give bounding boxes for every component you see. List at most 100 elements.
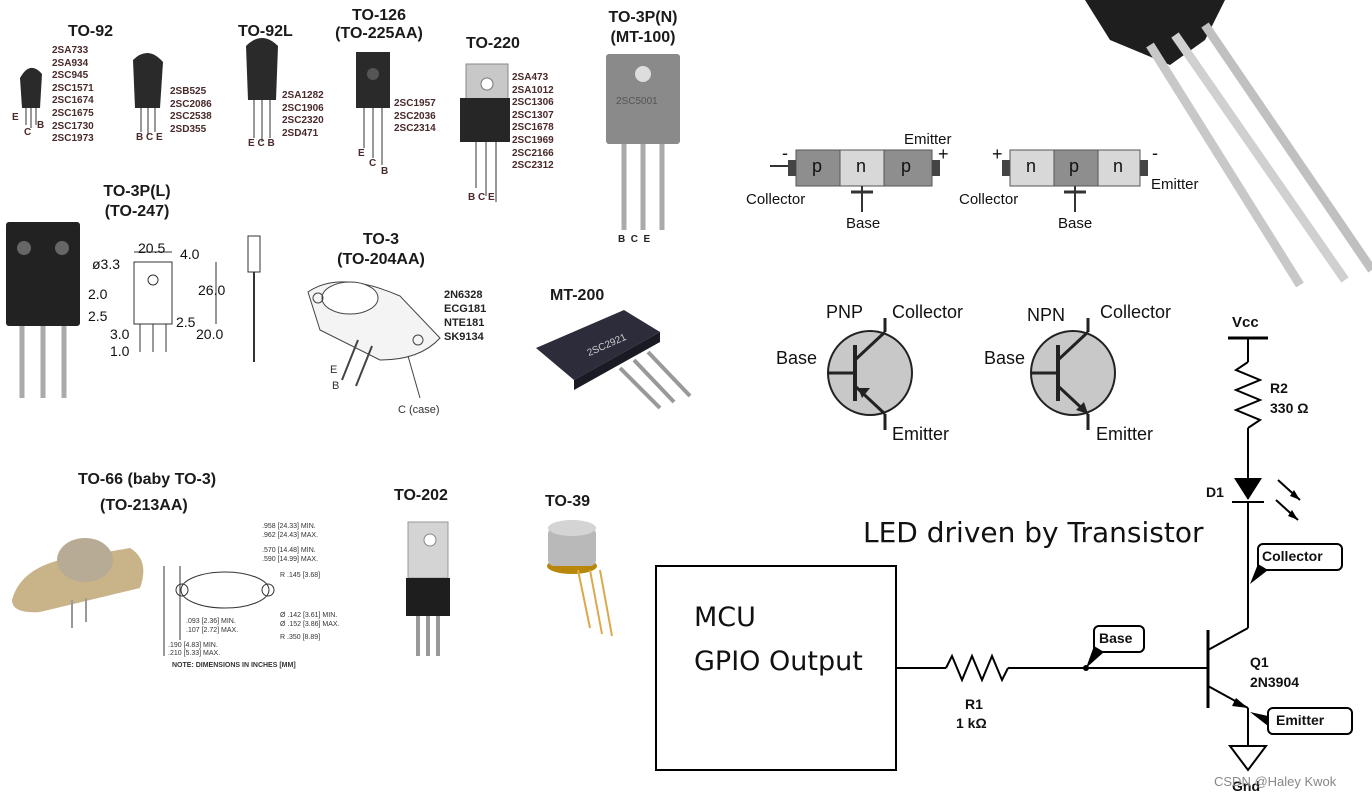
to66-note-5: R .145 [3.68] bbox=[280, 572, 321, 579]
pnp-junction-emitter: Emitter bbox=[904, 131, 952, 148]
mt200-package-drawing bbox=[536, 310, 692, 410]
to220-part-list: 2SA473 2SA1012 2SC1306 2SC1307 2SC1678 2… bbox=[512, 72, 554, 172]
to66-note-11: .190 [4.83] MIN. bbox=[168, 642, 218, 649]
npn-junction-emitter: Emitter bbox=[1151, 176, 1199, 193]
to3pl-dim-4: 4.0 bbox=[180, 246, 200, 262]
to220-title: TO-220 bbox=[466, 35, 520, 52]
to3pl-dim-hole: ø3.3 bbox=[92, 256, 121, 272]
to3pl-dim-2-5-left: 2.5 bbox=[88, 308, 108, 324]
to92-pins-2: B C E bbox=[136, 132, 163, 143]
to66-note-12: .210 [5.33] MAX. bbox=[168, 650, 221, 657]
to126-subtitle: (TO-225AA) bbox=[335, 25, 423, 42]
r2-name: R2 bbox=[1270, 380, 1288, 396]
pnp-region-3: p bbox=[901, 156, 912, 176]
npn-junction-collector: Collector bbox=[959, 191, 1019, 208]
npn-symbol-base: Base bbox=[984, 348, 1026, 368]
to92l-pins: E C B bbox=[248, 138, 275, 149]
to92l-part-list: 2SA1282 2SC1906 2SC2320 2SD471 bbox=[282, 90, 324, 139]
to92l-title: TO-92L bbox=[238, 23, 293, 40]
pnp-junction-base: Base bbox=[846, 215, 881, 232]
npn-junction-minus: - bbox=[1152, 143, 1158, 163]
to220-package-drawing bbox=[460, 63, 510, 202]
to66-note-4: .590 [14.99] MAX. bbox=[262, 556, 319, 563]
to92-pin-e: E bbox=[12, 112, 19, 123]
led-circuit-schematic bbox=[655, 336, 1353, 772]
watermark: CSDN @Haley Kwok bbox=[1214, 774, 1337, 789]
to66-package-drawing bbox=[12, 538, 275, 656]
to3pn-package-drawing bbox=[606, 54, 680, 230]
pnp-symbol bbox=[827, 318, 913, 430]
to66-subtitle: (TO-213AA) bbox=[100, 497, 188, 514]
to3-subtitle: (TO-204AA) bbox=[337, 251, 425, 268]
mcu-label: MCU bbox=[694, 602, 756, 633]
to92-part-list-2: 2SB525 2SC2086 2SC2538 2SD355 bbox=[170, 86, 212, 135]
pnp-symbol-emitter: Emitter bbox=[892, 424, 950, 444]
base-tag: Base bbox=[1099, 630, 1133, 646]
r1-value: 1 kΩ bbox=[956, 715, 987, 731]
pnp-symbol-type: PNP bbox=[826, 302, 864, 322]
collector-tag: Collector bbox=[1262, 548, 1323, 564]
to202-package-drawing bbox=[406, 521, 450, 656]
pnp-junction-minus: - bbox=[782, 143, 788, 163]
to3-pin-e: E bbox=[330, 364, 338, 376]
transistor-photo-top-right bbox=[1085, 0, 1372, 288]
to126-package-drawing bbox=[356, 52, 390, 165]
to92l-package-drawing bbox=[246, 38, 278, 142]
to66-note-2: .962 [24.43] MAX. bbox=[262, 532, 319, 539]
vcc-label: Vcc bbox=[1232, 314, 1259, 331]
npn-region-1: n bbox=[1026, 156, 1037, 176]
to3pn-title: TO-3P(N) bbox=[608, 9, 678, 26]
to66-footnote: NOTE: DIMENSIONS IN INCHES [MM] bbox=[172, 662, 296, 669]
to126-pin-b: B bbox=[381, 166, 389, 177]
to66-note-8: .093 [2.36] MIN. bbox=[186, 618, 236, 625]
pnp-symbol-collector: Collector bbox=[892, 302, 964, 322]
npn-symbol-emitter: Emitter bbox=[1096, 424, 1154, 444]
to39-title: TO-39 bbox=[545, 493, 591, 510]
npn-junction-base: Base bbox=[1058, 215, 1093, 232]
to92-pin-b: B bbox=[37, 120, 45, 131]
to66-note-3: .570 [14.48] MIN. bbox=[262, 547, 316, 554]
to92-title: TO-92 bbox=[68, 23, 114, 40]
to92-pin-c: C bbox=[24, 127, 32, 138]
to3pl-dim-width: 20.5 bbox=[138, 240, 166, 256]
to3pl-dim-height: 26.0 bbox=[198, 282, 226, 298]
npn-junction-plus: + bbox=[992, 144, 1003, 164]
to66-title: TO-66 (baby TO-3) bbox=[78, 471, 217, 488]
to3-title: TO-3 bbox=[362, 231, 400, 248]
to126-pin-e: E bbox=[358, 148, 365, 159]
to66-note-7: Ø .152 [3.86] MAX. bbox=[280, 621, 340, 628]
to3pn-marking: 2SC5001 bbox=[616, 96, 658, 107]
npn-symbol-type: NPN bbox=[1027, 305, 1066, 325]
npn-region-3: n bbox=[1113, 156, 1124, 176]
to3-pin-b: B bbox=[332, 380, 340, 392]
to3pl-subtitle: (TO-247) bbox=[104, 203, 170, 220]
npn-region-2: p bbox=[1069, 156, 1080, 176]
to3-package-drawing bbox=[307, 281, 441, 399]
pnp-symbol-base: Base bbox=[776, 348, 818, 368]
q1-part: 2N3904 bbox=[1250, 674, 1300, 690]
circuit-title: LED driven by Transistor bbox=[863, 516, 1204, 549]
to126-part-list: 2SC1957 2SC2036 2SC2314 bbox=[394, 98, 436, 135]
npn-junction-diagram bbox=[1002, 149, 1148, 212]
pnp-junction-diagram bbox=[770, 149, 940, 212]
to92-package-drawing bbox=[20, 52, 163, 135]
to66-note-9: .107 [2.72] MAX. bbox=[186, 627, 239, 634]
to39-package-drawing bbox=[547, 520, 613, 637]
to3-case-label: C (case) bbox=[398, 404, 440, 416]
pnp-region-2: n bbox=[856, 156, 867, 176]
to3pl-dim-2-5-right: 2.5 bbox=[176, 314, 196, 330]
mt200-title: MT-200 bbox=[550, 287, 605, 304]
to220-pins: B C E bbox=[468, 192, 495, 203]
to3pl-package-drawing bbox=[6, 222, 261, 398]
r2-value: 330 Ω bbox=[1270, 400, 1309, 416]
to66-note-6: Ø .142 [3.61] MIN. bbox=[280, 612, 338, 619]
to92-part-list: 2SA733 2SA934 2SC945 2SC1571 2SC1674 2SC… bbox=[52, 45, 94, 145]
pnp-region-1: p bbox=[812, 156, 823, 176]
gnd-label: Gnd bbox=[1232, 778, 1260, 794]
to3pl-dim-2-0: 2.0 bbox=[88, 286, 108, 302]
to66-note-1: .958 [24.33] MIN. bbox=[262, 523, 316, 530]
d1-label: D1 bbox=[1206, 484, 1224, 500]
to66-note-10: R .350 [8.89] bbox=[280, 634, 321, 641]
to126-pin-c: C bbox=[369, 158, 377, 169]
